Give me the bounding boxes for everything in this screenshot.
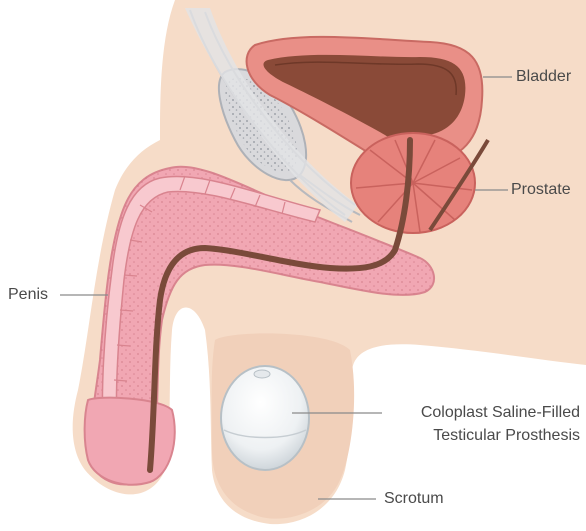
prosthesis-label-line1: Coloplast Saline-Filled (392, 403, 580, 423)
prosthesis-label-line2: Testicular Prosthesis (392, 426, 580, 446)
glans (85, 398, 175, 485)
scrotum-label: Scrotum (384, 489, 444, 509)
testicular-prosthesis (221, 366, 309, 470)
penis-label: Penis (8, 285, 48, 305)
prostate-label: Prostate (511, 180, 571, 200)
bladder-label: Bladder (516, 67, 571, 87)
